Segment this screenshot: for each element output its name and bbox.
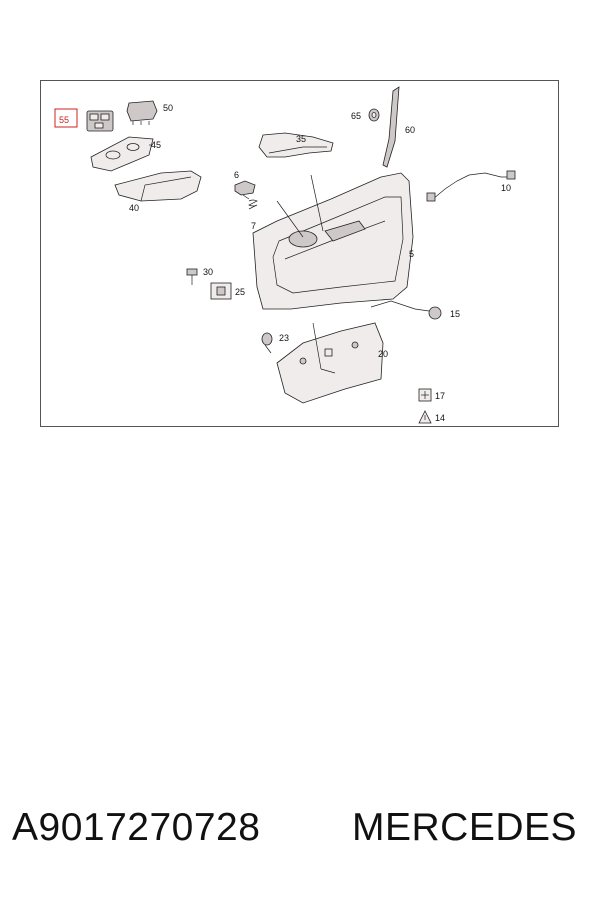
callout-20: 20	[378, 349, 388, 359]
part-5-door-panel	[252, 172, 414, 310]
brand-label: MERCEDES	[352, 806, 578, 849]
callout-30: 30	[203, 267, 213, 277]
callout-7: 7	[251, 221, 256, 231]
part-60-trim-strip	[382, 86, 400, 168]
part-6-inner-handle	[234, 180, 256, 200]
part-55-window-switch	[86, 110, 114, 132]
callout-65: 65	[351, 111, 361, 121]
callout-50: 50	[163, 103, 173, 113]
callout-25: 25	[235, 287, 245, 297]
callout-35: 35	[296, 134, 306, 144]
callout-10: 10	[501, 183, 511, 193]
part-30-screw	[186, 268, 198, 285]
part-45-bracket	[90, 136, 154, 172]
part-50-switch-cover	[126, 100, 158, 125]
callout-40: 40	[129, 203, 139, 213]
exploded-view-drawing: 55 50 45 40	[54, 86, 516, 424]
callout-14: 14	[435, 413, 445, 423]
callout-23: 23	[279, 333, 289, 343]
part-number-label: A9017270728	[12, 806, 261, 849]
part-65-grommet	[368, 108, 380, 122]
callout-15: 15	[450, 309, 460, 319]
callout-55: 55	[59, 115, 69, 125]
part-23-fastener	[261, 332, 273, 354]
part-25-clip	[210, 282, 232, 300]
callout-45: 45	[151, 140, 161, 150]
part-20-lower-pocket	[276, 322, 384, 404]
part-17-symbol-box	[418, 388, 432, 402]
part-35-pull-handle	[258, 132, 334, 158]
callout-6: 6	[234, 170, 239, 180]
parts-diagram: 55 50 45 40	[40, 80, 559, 427]
part-14-warning-symbol	[418, 410, 432, 424]
callout-55-highlight-box	[54, 108, 78, 128]
part-10-cable	[426, 170, 516, 202]
part-7-spring-clip	[248, 199, 258, 210]
part-15-screw	[414, 306, 442, 320]
callout-60: 60	[405, 125, 415, 135]
part-40-armrest	[114, 170, 202, 202]
callout-17: 17	[435, 391, 445, 401]
callout-5: 5	[409, 249, 414, 259]
